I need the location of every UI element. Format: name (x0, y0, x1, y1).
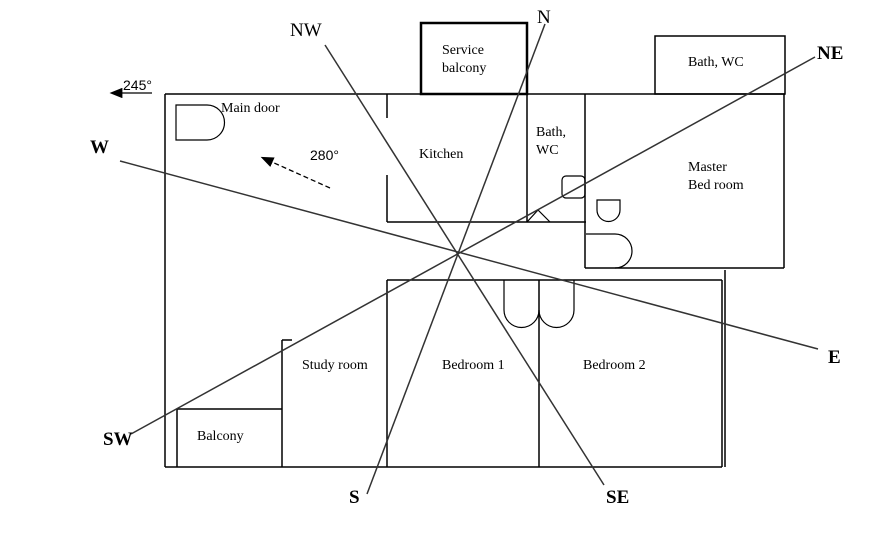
bedroom2-label: Bedroom 2 (583, 358, 646, 373)
service-balcony-label-2: balcony (442, 61, 486, 76)
northeast-southwest-axis (130, 56, 816, 435)
direction-sw-label: SW (103, 429, 133, 450)
direction-e-label: E (828, 347, 841, 368)
direction-n-label: N (537, 7, 551, 28)
bath-wc-mid-label-2: WC (536, 143, 559, 158)
north-south-axis (366, 23, 546, 495)
direction-se-label: SE (606, 487, 629, 508)
northwest-southeast-axis (324, 44, 605, 486)
angle-245-label: 245° (123, 77, 152, 93)
bath-wc-mid-label-1: Bath, (536, 125, 566, 140)
direction-w-label: W (90, 137, 109, 158)
master-bedroom-label-2: Bed room (688, 178, 744, 193)
kitchen-label: Kitchen (419, 147, 463, 162)
balcony-label: Balcony (197, 429, 244, 444)
bath-wc-top-label: Bath, WC (688, 55, 744, 70)
angle-280-label: 280° (310, 147, 339, 163)
balcony-room (176, 408, 282, 467)
service-balcony-room (419, 21, 529, 96)
bedroom2-door-swing (538, 280, 575, 329)
direction-s-label: S (349, 487, 360, 508)
direction-nw-label: NW (290, 20, 322, 41)
main-door-label: Main door (221, 101, 280, 116)
kitchen-room (386, 94, 586, 223)
bedroom1-label: Bedroom 1 (442, 358, 505, 373)
master-door-swing (586, 233, 633, 269)
bedroom1-door-swing (503, 280, 540, 329)
washbasin-fixture (596, 199, 621, 223)
direction-ne-label: NE (817, 43, 843, 64)
master-bedroom-room (584, 94, 785, 269)
service-balcony-label-1: Service (442, 43, 484, 58)
west-east-axis (119, 160, 819, 350)
arrow-280-icon (260, 156, 331, 189)
bath-door-swing (526, 209, 551, 223)
master-bedroom-label-1: Master (688, 160, 727, 175)
study-room (281, 339, 292, 467)
study-room-label: Study room (302, 358, 368, 373)
bedrooms-block (386, 270, 726, 467)
bath-wc-top-room (654, 35, 786, 95)
main-door-swing (175, 104, 226, 141)
